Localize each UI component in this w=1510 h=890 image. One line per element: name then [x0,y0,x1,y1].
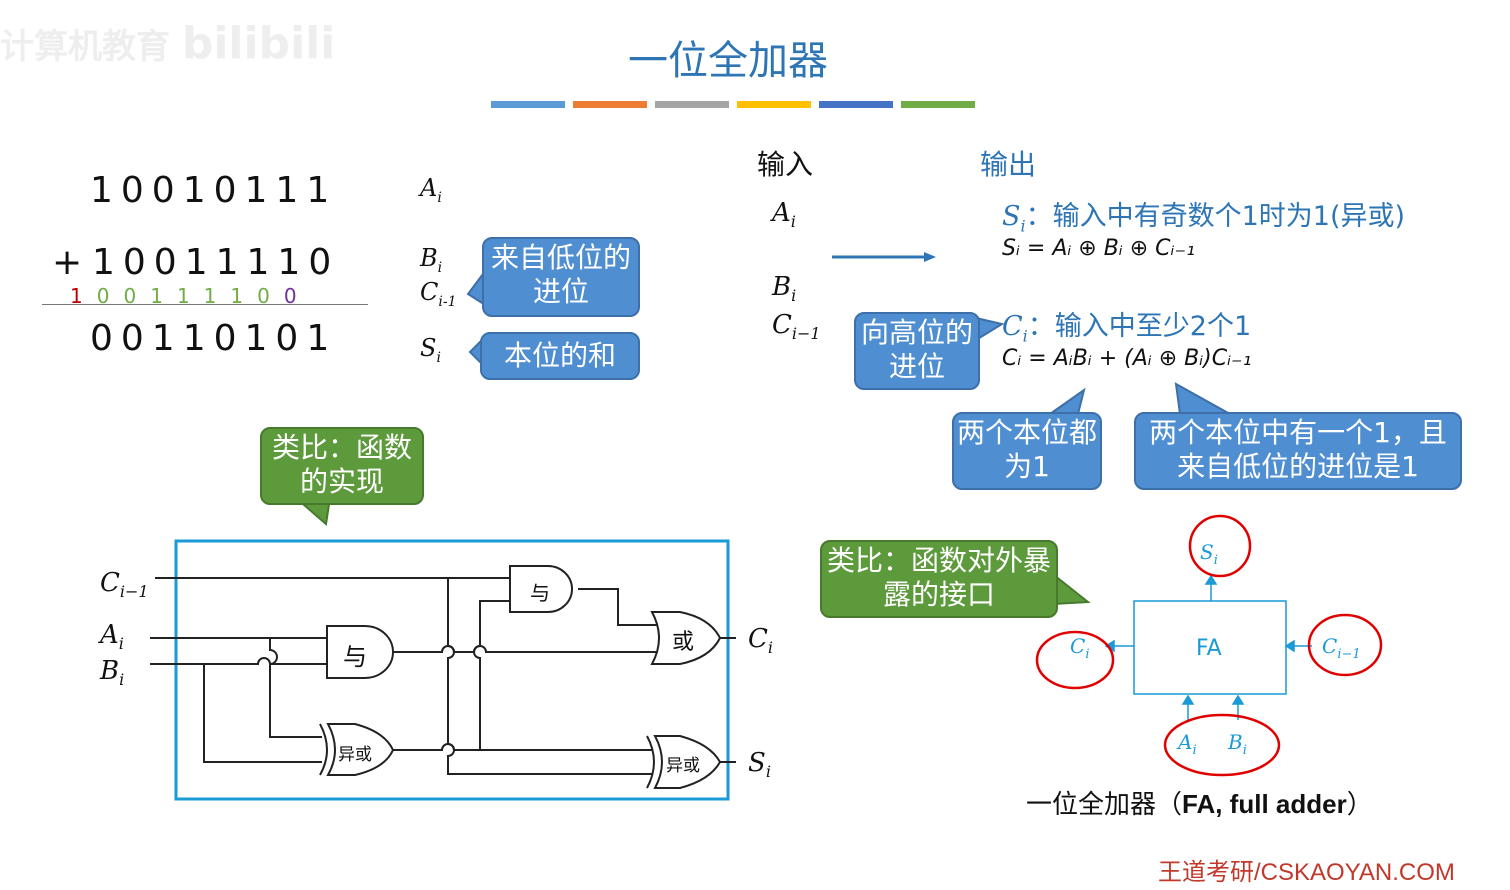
gate-label-xor-1: 异或 [338,745,372,765]
gate-label-and-2: 与 [343,643,367,671]
fa-port-ci: Ci [1070,634,1090,662]
fa-port-si: Si [1200,540,1218,568]
title-bar-0 [491,101,565,108]
label-bi: Bi [420,244,443,276]
addend-b: 10011110 [92,242,340,283]
fa-port-bi: Bi [1228,730,1247,758]
bilibili-logo: bilibili [181,18,336,69]
c-formula: Cᵢ = AᵢBᵢ + (Aᵢ ⊕ Bᵢ)Cᵢ₋₁ [1002,346,1252,371]
label-ci-1: Ci-1 [420,278,457,310]
page-title: 一位全加器 [628,38,828,84]
fa-block [1133,600,1287,695]
gate-label-and-1: 与 [530,581,550,605]
carry-digit: 0 [257,284,270,308]
and-gate-2 [326,625,394,679]
title-bar-5 [901,101,975,108]
carry-digit: 1 [203,284,217,308]
carry-digit: 1 [70,284,83,308]
fa-port-ci-1: Ci−1 [1322,634,1361,662]
callout-function-interface: 类比：函数对外暴露的接口 [820,540,1058,618]
title-bar-1 [573,101,647,108]
carry-digit: 1 [176,284,190,308]
or-gate [650,611,722,665]
xor-gate-1 [326,723,395,776]
circuit-input-ci-1: Ci−1 [100,568,149,602]
watermark-text: 计算机教育 [0,27,170,67]
c-description: Ci：输入中至少2个1 [1002,311,1252,346]
callout-both-ones: 两个本位都为1 [952,412,1102,490]
gate-label-xor-2: 异或 [666,756,700,776]
callout-function-impl: 类比：函数的实现 [260,427,424,505]
circuit-input-ai: Ai [100,620,124,654]
carry-digit: 1 [230,284,244,308]
s-formula: Sᵢ = Aᵢ ⊕ Bᵢ ⊕ Cᵢ₋₁ [1002,236,1195,261]
circuit-output-si: Si [748,748,771,782]
title-bar-2 [655,101,729,108]
title-color-bars [491,101,975,108]
output-heading: 输出 [980,148,1037,181]
carry-digit: 0 [123,284,137,308]
label-ai: Ai [420,174,442,206]
title-bar-4 [819,101,893,108]
input-ci-1: Ci−1 [772,310,821,344]
sum-result: 00110101 [90,318,338,359]
carry-digit: 0 [96,284,110,308]
s-description: Si：输入中有奇数个1时为1(异或) [1002,201,1406,236]
circuit-boundary [174,539,730,801]
gate-label-or: 或 [672,630,695,655]
input-bi: Bi [772,272,797,306]
title-bar-3 [737,101,811,108]
callout-one-and-carry: 两个本位中有一个1，且来自低位的进位是1 [1134,412,1462,490]
addend-a: 10010111 [90,170,338,211]
input-ai: Ai [772,198,796,232]
fa-caption: 一位全加器（FA, full adder） [1026,789,1373,820]
xor-gate-2 [653,735,722,789]
fa-port-ai: Ai [1178,730,1197,758]
and-gate-1 [509,565,573,613]
callout-sum-bit: 本位的和 [480,332,640,380]
sum-line [42,304,368,305]
callout-carry-from-low: 来自低位的进位 [482,237,640,317]
footer-brand: 王道考研/CSKAOYAN.COM [1158,859,1455,886]
carry-digit: 0 [283,284,297,308]
plus-sign: + [52,242,91,283]
callout-carry-to-high: 向高位的进位 [854,312,980,390]
carry-digit: 1 [150,284,163,308]
circuit-input-bi: Bi [100,656,125,690]
input-heading: 输入 [757,148,814,181]
fa-block-label: FA [1196,636,1222,661]
label-si: Si [420,334,441,366]
red-annotation-circles [1035,514,1383,777]
watermark: 计算机教育 bilibili [0,18,335,69]
circuit-output-ci: Ci [748,624,774,658]
